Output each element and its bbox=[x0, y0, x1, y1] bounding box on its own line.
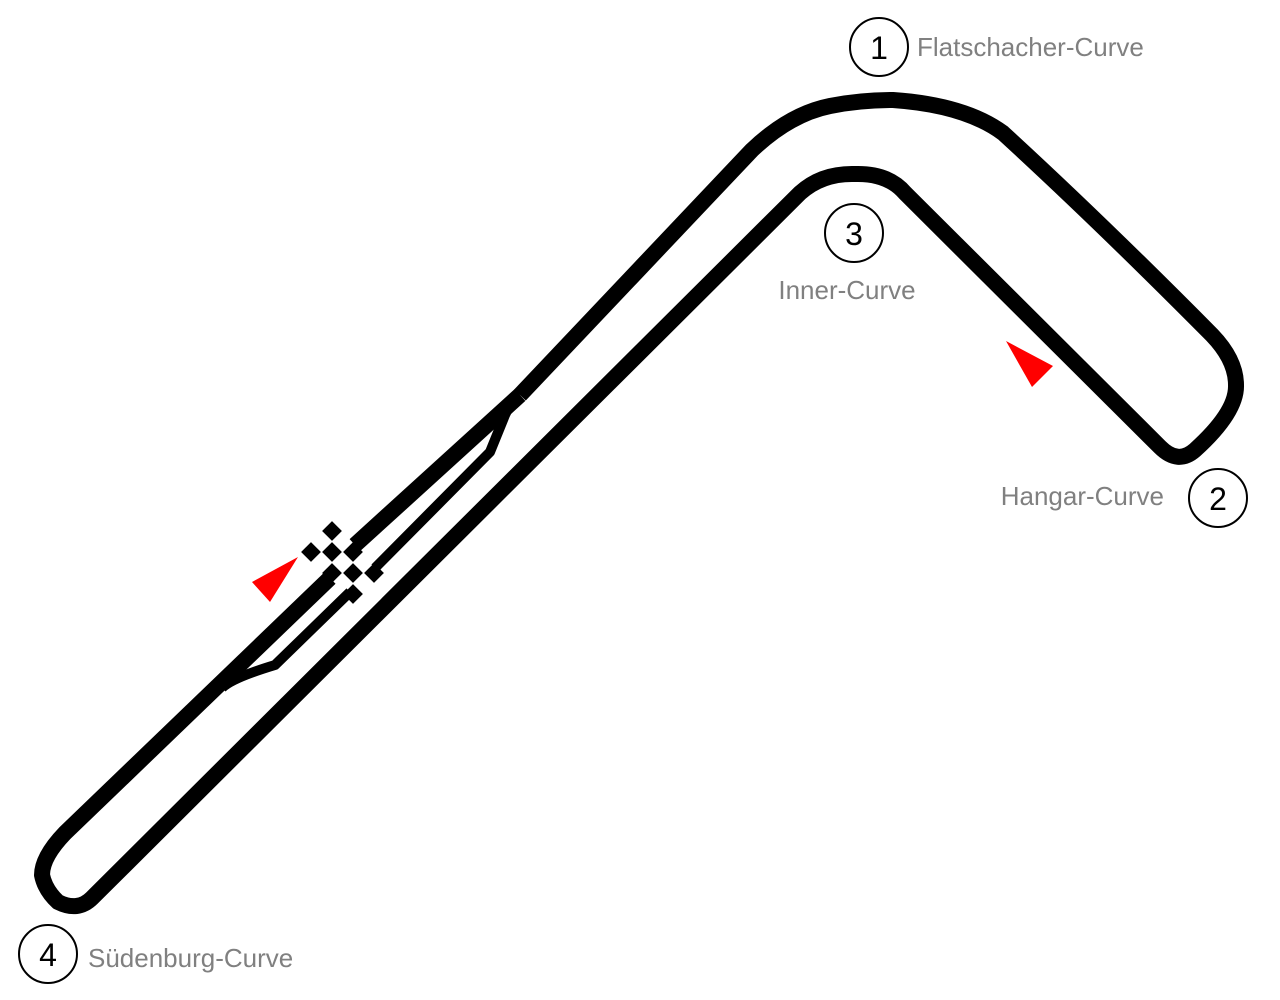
corner-3-marker: 3 Inner-Curve bbox=[778, 203, 916, 305]
direction-arrow-icon bbox=[252, 557, 298, 602]
corner-number: 2 bbox=[1209, 481, 1227, 517]
corner-number: 3 bbox=[845, 216, 863, 252]
corner-number: 1 bbox=[870, 30, 888, 66]
track-outline bbox=[34, 92, 1244, 915]
corner-label: Flatschacher-Curve bbox=[917, 32, 1144, 62]
main-straight bbox=[349, 389, 526, 551]
corner-label: Südenburg-Curve bbox=[88, 943, 293, 973]
corner-number: 4 bbox=[39, 937, 57, 973]
corner-2-marker: 2 Hangar-Curve bbox=[1001, 468, 1248, 528]
corner-label: Inner-Curve bbox=[778, 275, 915, 305]
corner-1-marker: 1 Flatschacher-Curve bbox=[849, 17, 1144, 77]
corner-label: Hangar-Curve bbox=[1001, 481, 1164, 511]
corner-4-marker: 4 Südenburg-Curve bbox=[18, 924, 293, 984]
pit-lane bbox=[218, 390, 523, 692]
direction-arrow-icon bbox=[1006, 341, 1053, 387]
